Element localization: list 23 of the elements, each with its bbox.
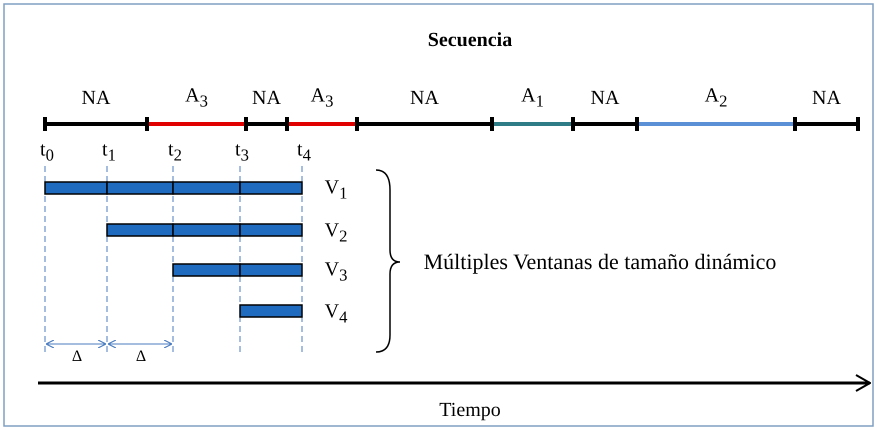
interval-label: Δ bbox=[72, 349, 82, 365]
segment-label: A$_{1}$ bbox=[521, 86, 544, 110]
axis-label: Tiempo bbox=[439, 400, 501, 420]
segment-label: A$_{3}$ bbox=[310, 86, 334, 110]
title: Secuencia bbox=[428, 30, 512, 50]
segment-label: A$_{3}$ bbox=[185, 86, 208, 110]
interval-label: Δ bbox=[136, 349, 146, 365]
time-label: t$_{0}$ bbox=[40, 140, 54, 164]
segment-label: NA bbox=[590, 88, 620, 108]
segment-label: NA bbox=[812, 88, 841, 108]
time-label: t$_{2}$ bbox=[168, 140, 182, 164]
time-label: t$_{3}$ bbox=[235, 140, 249, 164]
segment-label: NA bbox=[252, 88, 281, 108]
window-label: V$_{1}$ bbox=[324, 178, 348, 202]
segment-label: A$_{2}$ bbox=[704, 86, 728, 110]
window-label: V$_{3}$ bbox=[324, 260, 348, 284]
time-label: t$_{4}$ bbox=[297, 140, 311, 164]
brace-label: Múltiples Ventanas de tamaño dinámico bbox=[424, 251, 776, 273]
window-label: V$_{2}$ bbox=[324, 220, 348, 246]
segment-label: NA bbox=[82, 88, 110, 108]
window-label: V$_{4}$ bbox=[324, 302, 348, 326]
segment-label: NA bbox=[410, 88, 439, 108]
time-label: t$_{1}$ bbox=[102, 140, 116, 164]
